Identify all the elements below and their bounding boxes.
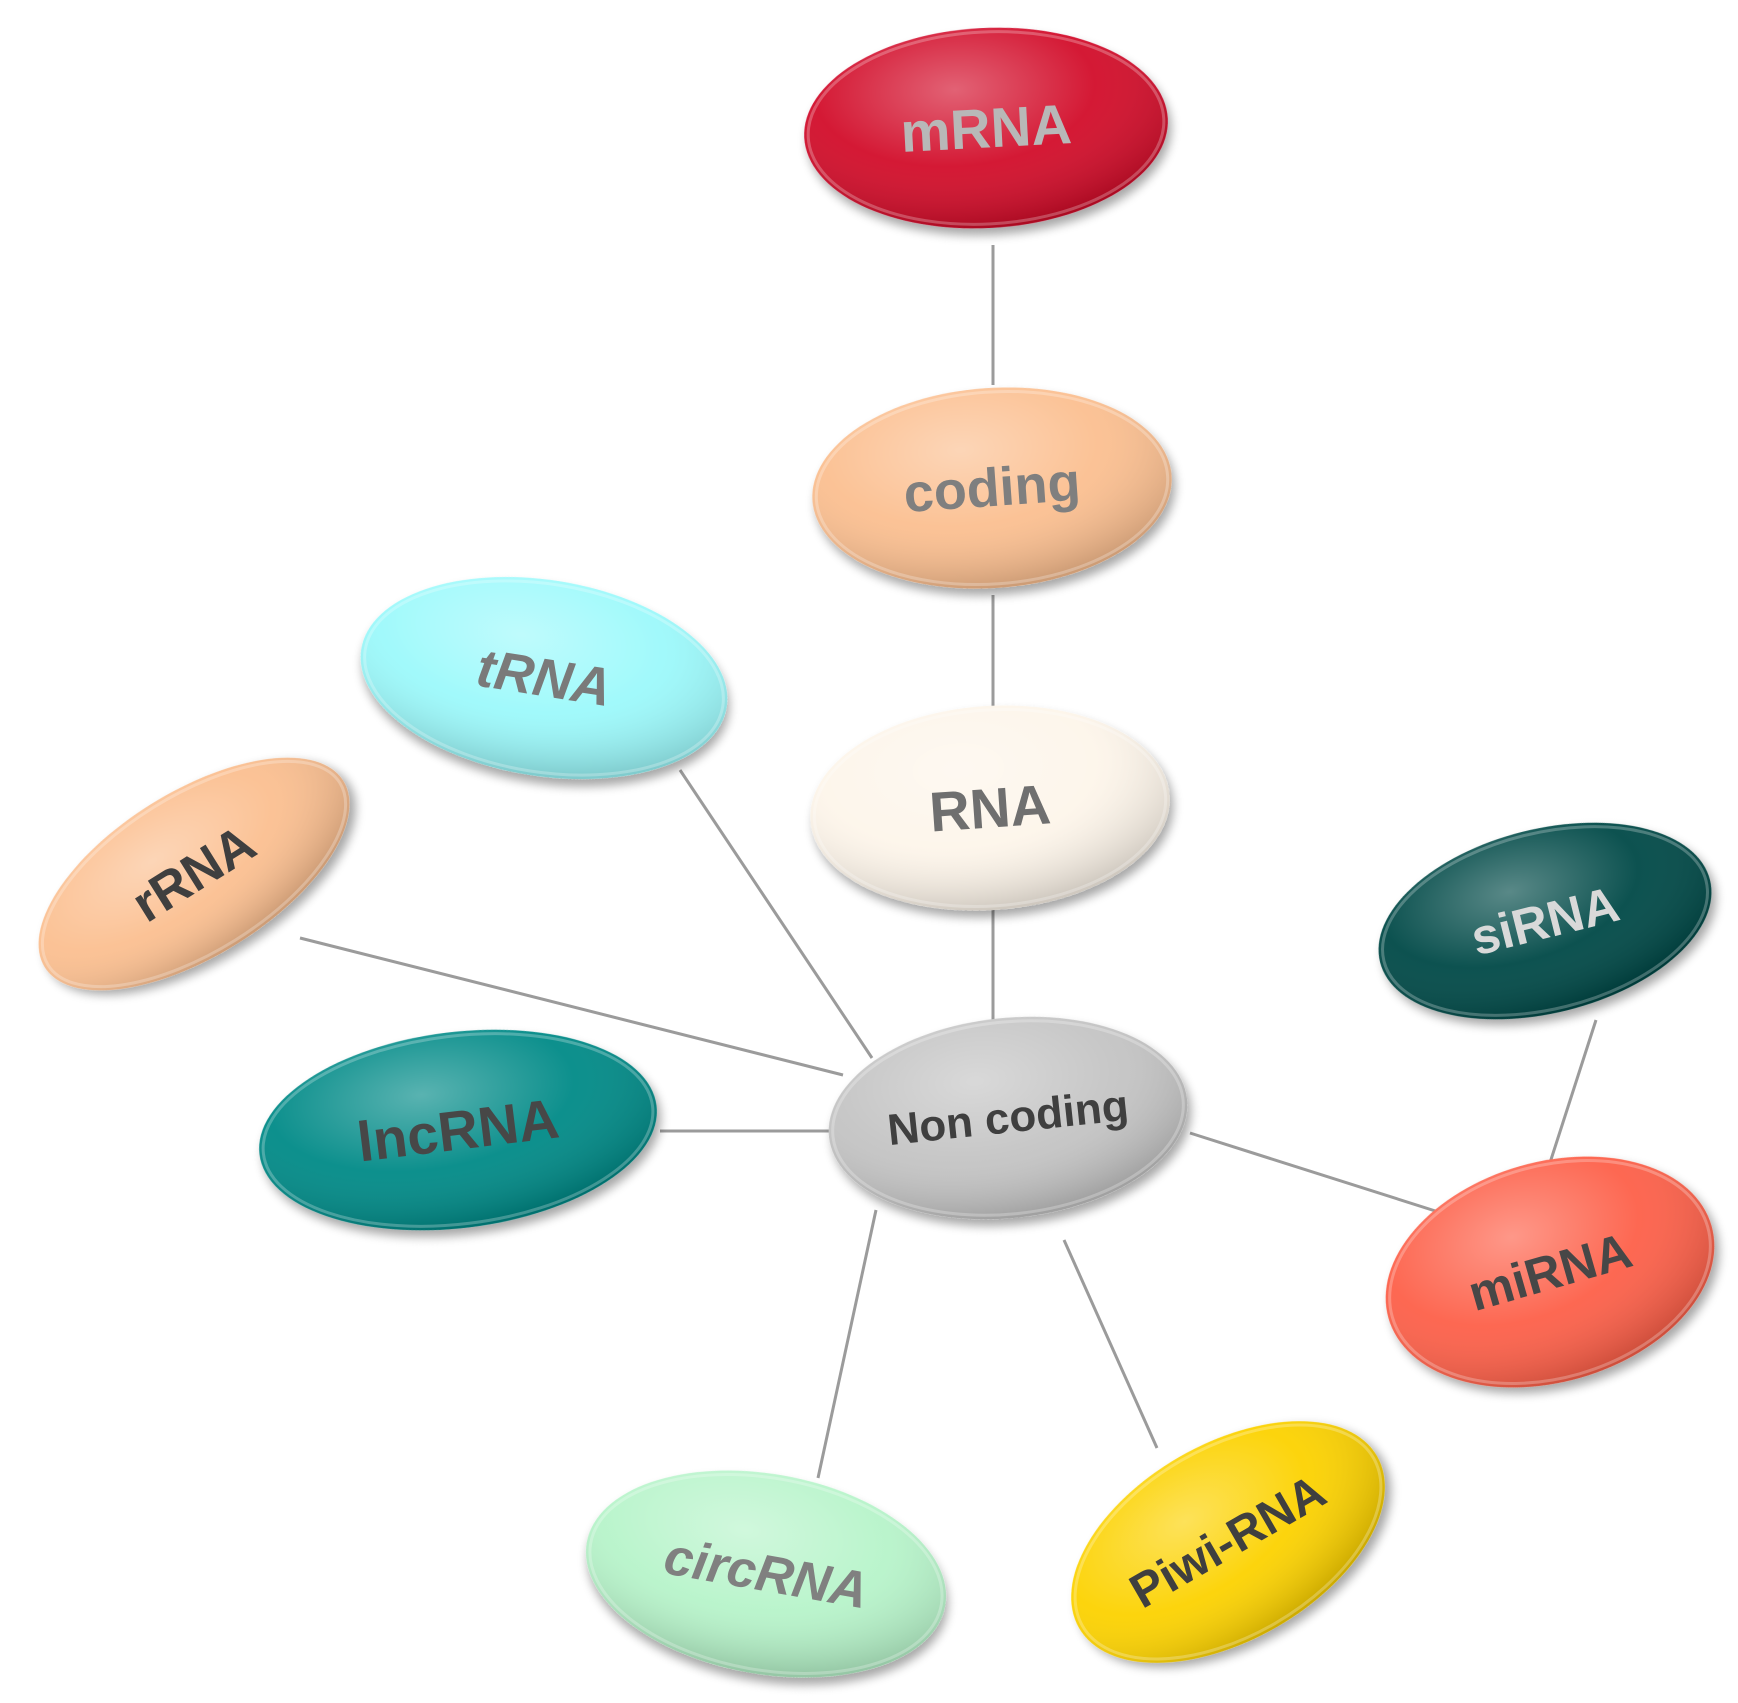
- edge-noncoding-to-mirna: [1189, 1131, 1449, 1217]
- node-mirna: miRNA: [1385, 1156, 1715, 1388]
- node-noncoding: Non coding: [828, 1016, 1188, 1220]
- node-rrna: rRNA: [38, 757, 350, 991]
- node-rim-piwirna: [1073, 1423, 1383, 1661]
- node-gloss-trna: [360, 576, 728, 780]
- node-gloss-circrna: [585, 1470, 947, 1678]
- node-rna: RNA: [810, 705, 1170, 911]
- edge-trna-to-noncoding: [678, 769, 874, 1059]
- edge-sirna-to-mirna: [1545, 1019, 1598, 1173]
- node-rim-sirna: [1381, 825, 1709, 1017]
- node-sirna: siRNA: [1378, 822, 1712, 1020]
- node-rim-lncrna: [261, 1032, 655, 1228]
- node-gloss-noncoding: [828, 1016, 1188, 1220]
- node-rim-rrna: [40, 759, 348, 989]
- node-lncrna: lncRNA: [259, 1029, 657, 1231]
- node-coding: coding: [812, 387, 1172, 589]
- node-piwirna: Piwi-RNA: [1071, 1421, 1385, 1663]
- edge-rrna-to-noncoding: [299, 936, 844, 1077]
- edge-noncoding-to-circrna: [816, 1209, 878, 1479]
- node-gloss-rna: [810, 705, 1170, 911]
- node-rim-mirna: [1388, 1159, 1712, 1385]
- node-gloss-rrna: [38, 757, 350, 991]
- node-rim-circrna: [588, 1473, 944, 1675]
- node-gloss-piwirna: [1071, 1421, 1385, 1663]
- node-rim-coding: [814, 389, 1170, 587]
- connector-lines: [299, 245, 1598, 1479]
- node-mrna: mRNA: [804, 27, 1168, 229]
- node-trna: tRNA: [360, 576, 728, 780]
- node-gloss-mrna: [804, 27, 1168, 229]
- node-label-mrna: mRNA: [899, 92, 1073, 164]
- node-label-rna: RNA: [927, 772, 1052, 843]
- node-rim-rna: [812, 707, 1168, 909]
- node-gloss-mirna: [1385, 1156, 1715, 1388]
- node-gloss-coding: [812, 387, 1172, 589]
- node-rim-noncoding: [831, 1019, 1185, 1217]
- node-gloss-lncrna: [259, 1029, 657, 1231]
- node-circrna: circRNA: [585, 1470, 947, 1678]
- node-label-coding: coding: [902, 452, 1083, 524]
- node-gloss-sirna: [1378, 822, 1712, 1020]
- node-rim-trna: [363, 579, 725, 777]
- edge-noncoding-to-piwirna: [1062, 1239, 1159, 1449]
